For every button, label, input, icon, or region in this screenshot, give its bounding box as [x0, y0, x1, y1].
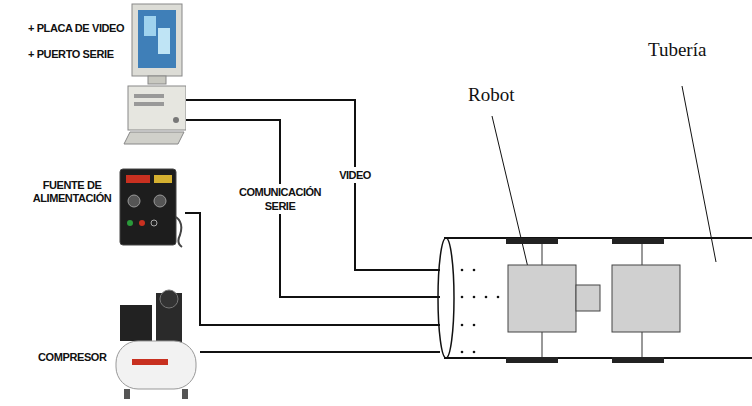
compressor-illustration: [28, 275, 200, 403]
robot-illustration: [502, 262, 682, 384]
cable: [200, 351, 440, 353]
part-label: Robot: [468, 84, 538, 106]
robot-node: Robot: [502, 262, 682, 337]
device-label: COMPRESOR: [38, 351, 116, 364]
device-label: FUENTE DE ALIMENTACIÓN: [28, 179, 116, 205]
power-supply-illustration: [28, 165, 185, 250]
device-label: + PLACA DE VIDEO: [28, 22, 128, 35]
cable: [186, 100, 440, 270]
signal-label: COMUNICACIÓN SERIE: [232, 184, 328, 214]
cable: [185, 213, 440, 325]
compressor-node: COMPRESOR: [28, 275, 200, 403]
pipe-node: Tubería Robot: [440, 237, 752, 359]
cable: [186, 120, 440, 297]
part-label: Tubería: [648, 39, 738, 61]
pipe-leader: [682, 86, 716, 262]
signal-label: VIDEO: [323, 167, 387, 183]
computer-node: + PLACA DE VIDEO + PUERTO SERIE: [28, 2, 186, 147]
device-label: + PUERTO SERIE: [28, 48, 128, 61]
power-supply-node: FUENTE DE ALIMENTACIÓN: [28, 165, 185, 250]
